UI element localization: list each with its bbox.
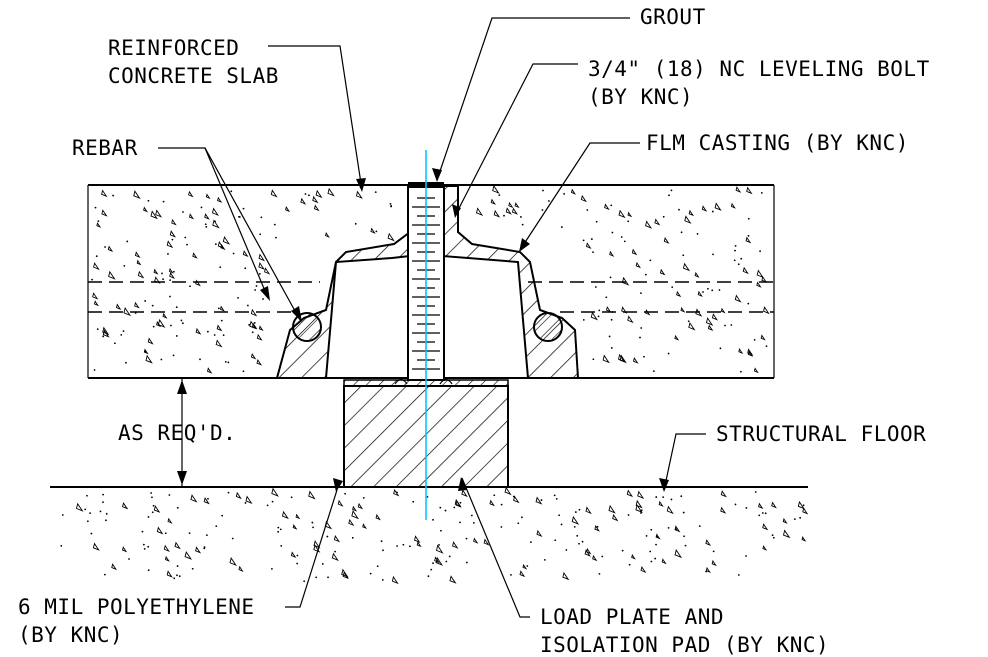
rebar-lines [88, 281, 774, 313]
label-structural-floor: STRUCTURAL FLOOR [716, 422, 926, 446]
subgrade-concrete-texture [60, 487, 809, 585]
label-bolt: 3/4" (18) NC LEVELING BOLT [588, 57, 930, 81]
label-slab-reinforced: REINFORCED [108, 36, 239, 60]
arrowheads [177, 168, 669, 492]
label-as-reqd: AS REQ'D. [118, 421, 236, 445]
label-load-plate: LOAD PLATE AND [540, 605, 724, 629]
label-rebar: REBAR [72, 136, 138, 160]
label-slab-concrete: CONCRETE SLAB [108, 64, 279, 88]
label-bolt-by-knc: (BY KNC) [588, 85, 693, 109]
label-polyethylene-by-knc: (BY KNC) [18, 623, 123, 647]
label-isolation-pad: ISOLATION PAD (BY KNC) [540, 633, 829, 657]
label-flm-casting: FLM CASTING (BY KNC) [646, 131, 909, 155]
leader-lines [158, 17, 706, 618]
label-grout: GROUT [640, 5, 706, 29]
slab-concrete-texture [91, 185, 770, 374]
label-polyethylene: 6 MIL POLYETHYLENE [18, 595, 255, 619]
